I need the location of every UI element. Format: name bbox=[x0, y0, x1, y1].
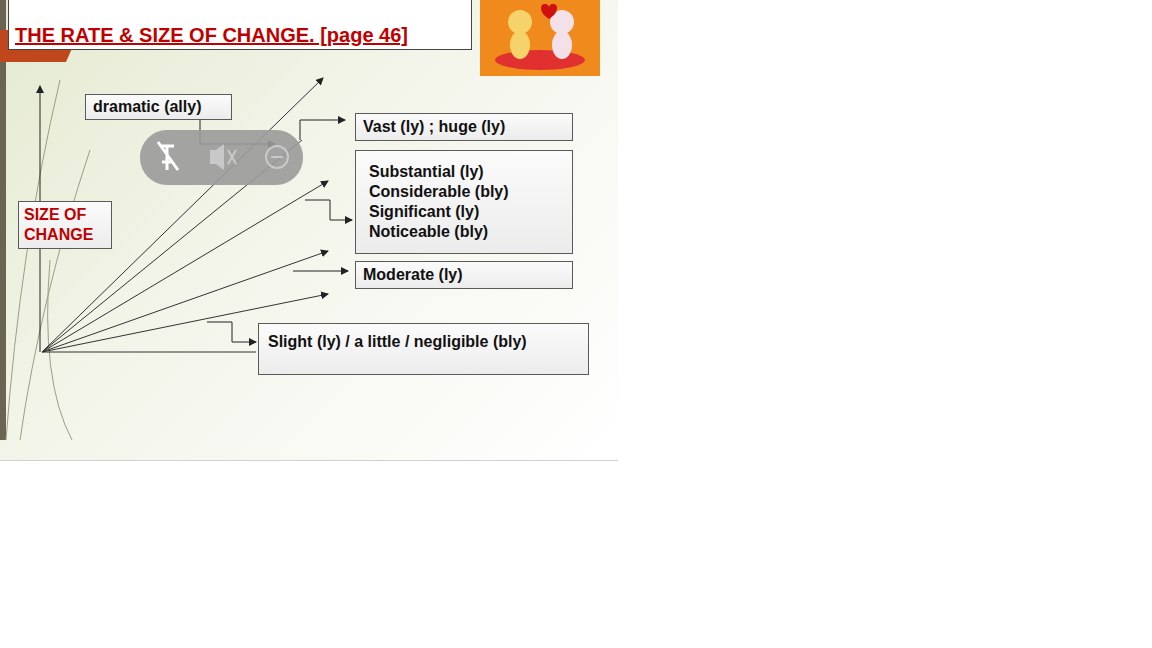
title-box: THE RATE & SIZE OF CHANGE. [page 46] bbox=[8, 0, 472, 50]
term-box: Slight (ly) / a little / negligible (bly… bbox=[258, 323, 589, 375]
video-toolbar bbox=[140, 130, 303, 185]
side-strip bbox=[0, 0, 6, 440]
term-box: Vast (ly) ; huge (ly) bbox=[355, 113, 573, 141]
slide-background: THE RATE & SIZE OF CHANGE. [page 46] dram… bbox=[0, 0, 618, 461]
term-text: dramatic (ally) bbox=[93, 97, 201, 117]
term-text: Considerable (bly) bbox=[369, 182, 509, 202]
leader-line bbox=[305, 200, 352, 220]
term-text: Slight (ly) / a little / negligible (bly… bbox=[268, 332, 527, 352]
term-text: Vast (ly) ; huge (ly) bbox=[363, 117, 505, 137]
deco-curve bbox=[20, 150, 90, 440]
cartoon-image bbox=[480, 0, 600, 76]
leader-line bbox=[300, 120, 345, 140]
axis-label: SIZE OF CHANGE bbox=[24, 205, 106, 245]
term-box: Moderate (ly) bbox=[355, 261, 573, 289]
term-text: Significant (ly) bbox=[369, 202, 479, 222]
slide-title: THE RATE & SIZE OF CHANGE. [page 46] bbox=[15, 24, 408, 47]
term-text: Substantial (ly) bbox=[369, 162, 484, 182]
fan-line bbox=[42, 352, 256, 353]
leader-line bbox=[293, 271, 348, 272]
deco-curve bbox=[6, 80, 60, 440]
term-list-box: Substantial (ly)Considerable (bly)Signif… bbox=[355, 150, 573, 254]
term-text: Noticeable (bly) bbox=[369, 222, 488, 242]
node-layer: THE RATE & SIZE OF CHANGE. [page 46] dram… bbox=[0, 0, 618, 460]
term-text: Moderate (ly) bbox=[363, 265, 463, 285]
axis-label-box: SIZE OF CHANGE bbox=[18, 201, 112, 249]
leader-line bbox=[207, 322, 256, 342]
term-box: dramatic (ally) bbox=[85, 94, 232, 120]
